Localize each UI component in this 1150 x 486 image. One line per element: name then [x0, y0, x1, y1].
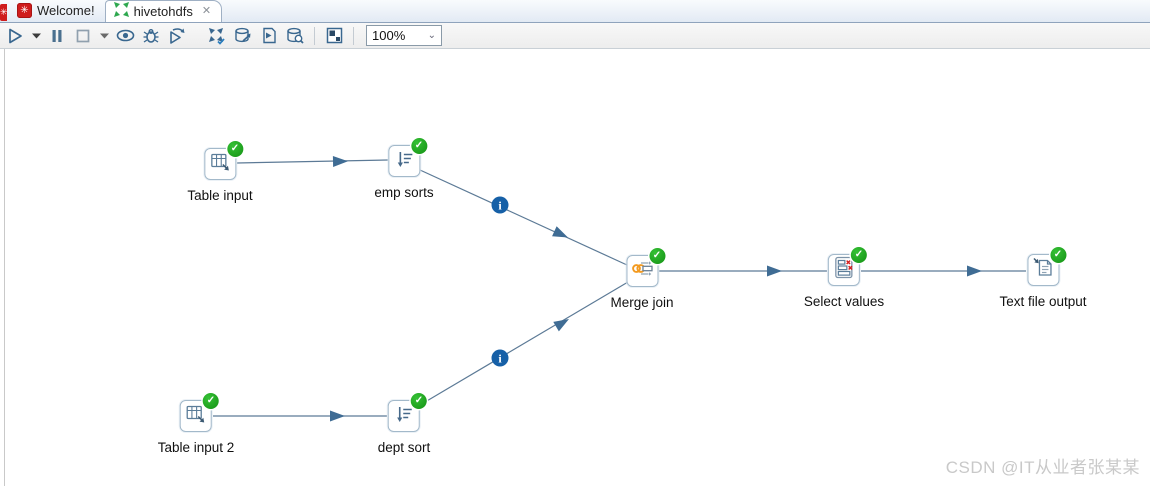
success-check-badge: ✓: [411, 138, 427, 154]
sort-rows-icon: [392, 402, 416, 431]
table-input-icon: [184, 402, 208, 431]
step-table-input[interactable]: ✓ Table input: [187, 141, 253, 203]
step-table-input-2[interactable]: ✓ Table input 2: [157, 393, 235, 455]
step-select-values[interactable]: ✓ Select values: [803, 247, 885, 309]
verify-transformation-icon[interactable]: [206, 25, 228, 47]
success-check-badge: ✓: [227, 141, 243, 157]
impact-analysis-icon[interactable]: [232, 25, 254, 47]
editor-tab-bar: ✳ ✳ Welcome! hivetohdfs ✕: [0, 0, 1150, 23]
step-dept-sort[interactable]: ✓ dept sort: [377, 393, 431, 455]
hop-connections: i i: [213, 155, 1026, 422]
step-label: emp sorts: [374, 185, 434, 200]
success-check-badge: ✓: [1050, 247, 1066, 263]
step-emp-sorts[interactable]: ✓ emp sorts: [374, 138, 434, 200]
csdn-watermark: CSDN @IT从业者张某某: [945, 458, 1140, 477]
pause-button[interactable]: [46, 25, 68, 47]
success-check-badge: ✓: [649, 248, 665, 264]
success-check-badge: ✓: [411, 393, 427, 409]
step-label: Text file output: [999, 294, 1087, 309]
success-check-badge: ✓: [203, 393, 219, 409]
hop-info-badge[interactable]: i: [491, 349, 509, 367]
run-options-chevron-icon[interactable]: [30, 25, 42, 47]
step-label: Merge join: [610, 295, 674, 310]
step-label: Table input: [187, 188, 253, 203]
step-label: dept sort: [377, 440, 431, 455]
svg-text:i: i: [498, 352, 502, 366]
success-check-badge: ✓: [850, 247, 867, 263]
tab-welcome[interactable]: ✳ Welcome!: [9, 0, 105, 22]
tab-hivetohdfs[interactable]: hivetohdfs ✕: [104, 0, 223, 22]
sort-rows-icon: [392, 147, 416, 176]
svg-text:i: i: [498, 199, 502, 213]
show-execution-results-icon[interactable]: [323, 25, 345, 47]
transformation-canvas[interactable]: i i ✓ Table input: [0, 49, 1150, 486]
explore-database-icon[interactable]: [284, 25, 306, 47]
replay-icon[interactable]: [166, 25, 188, 47]
close-tab-icon[interactable]: ✕: [201, 4, 212, 17]
chevron-down-icon: ⌄: [427, 30, 436, 41]
generate-sql-icon[interactable]: [258, 25, 280, 47]
step-label: Table input 2: [157, 440, 235, 455]
hop-info-badge[interactable]: i: [491, 196, 509, 214]
text-file-output-icon: [1031, 255, 1056, 285]
clipped-tab-icon: ✳: [0, 4, 7, 21]
select-values-icon: [831, 255, 856, 285]
zoom-level-value: 100%: [372, 28, 406, 43]
stop-options-chevron-icon[interactable]: [98, 25, 110, 47]
run-button[interactable]: [4, 25, 26, 47]
table-input-icon: [208, 150, 232, 179]
pentaho-red-icon: ✳: [17, 3, 32, 18]
zoom-select[interactable]: 100% ⌄: [366, 25, 442, 46]
preview-icon[interactable]: [114, 25, 136, 47]
step-text-file-output[interactable]: ✓ Text file output: [999, 247, 1087, 309]
debug-icon[interactable]: [140, 25, 162, 47]
canvas-border: [4, 49, 5, 486]
step-merge-join[interactable]: ✓ Merge join: [610, 248, 674, 310]
merge-join-icon: [630, 256, 655, 286]
transformation-icon: [113, 2, 129, 20]
tab-hivetohdfs-label: hivetohdfs: [133, 3, 193, 19]
transformation-toolbar: 100% ⌄: [0, 23, 1150, 49]
step-label: Select values: [803, 294, 885, 309]
stop-button[interactable]: [72, 25, 94, 47]
tab-welcome-label: Welcome!: [37, 3, 95, 18]
